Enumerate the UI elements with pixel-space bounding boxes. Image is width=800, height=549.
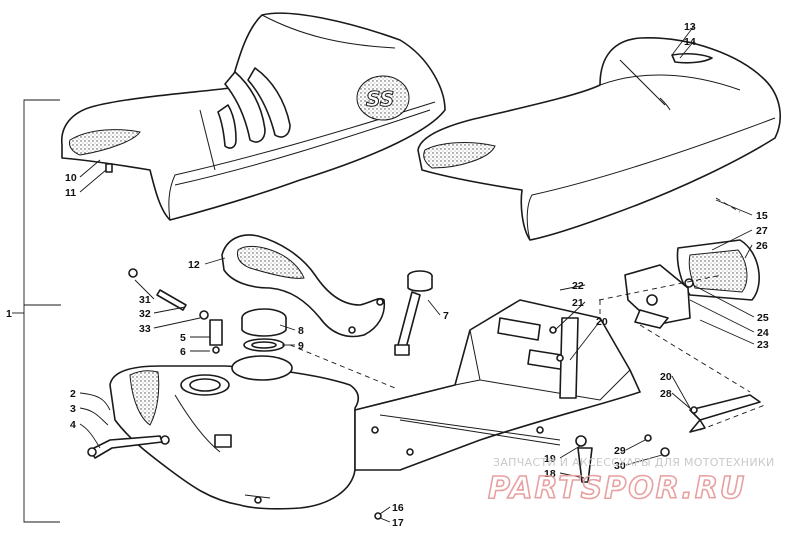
leader-lines	[24, 25, 755, 523]
left-seat: SS	[61, 12, 446, 221]
strap-hardware	[374, 317, 761, 520]
callout-10: 10	[65, 172, 77, 184]
callout-25: 25	[757, 312, 769, 324]
right-seat	[417, 37, 781, 241]
callout-18: 18	[544, 468, 556, 480]
callout-20-lower: 20	[660, 371, 672, 383]
callout-4: 4	[70, 419, 76, 431]
callout-23: 23	[757, 339, 769, 351]
callout-31: 31	[139, 294, 151, 306]
callout-9: 9	[298, 340, 304, 352]
seat-logo-text: SS	[366, 87, 394, 111]
seat-logo-disc	[356, 75, 410, 121]
callout-33: 33	[139, 323, 151, 335]
callout-22: 22	[572, 280, 584, 292]
callout-11: 11	[65, 187, 76, 199]
callout-6: 6	[180, 346, 186, 358]
fuel-sender	[394, 270, 433, 356]
callout-21: 21	[572, 297, 584, 309]
seat-bracket	[221, 234, 386, 338]
assembly-bracket	[23, 99, 60, 523]
watermark-logo: PARTSPOR.RU	[488, 471, 746, 506]
callout-5: 5	[180, 332, 186, 344]
left-seat-side-texture	[69, 129, 141, 156]
fuel-tank	[109, 355, 360, 510]
callout-24: 24	[757, 327, 769, 339]
right-seat-side-texture	[423, 142, 496, 169]
watermark: ЗАПЧАСТИ И АКСЕССУАРЫ ДЛЯ МОТОТЕХНИКИ PA…	[487, 456, 775, 507]
callout-1: 1	[6, 308, 12, 320]
fuel-cap	[241, 308, 287, 352]
callout-26: 26	[756, 240, 768, 252]
callout-labels: 1 2 3 4 5 6 7 8 9 10 11 12 13 14 15 16 1…	[6, 21, 769, 529]
tail-light	[624, 239, 760, 329]
callout-16: 16	[392, 502, 404, 514]
tank-hardware	[87, 268, 223, 459]
seat-clip	[105, 163, 113, 173]
callout-29: 29	[614, 445, 626, 457]
callout-28: 28	[660, 388, 672, 400]
callout-3: 3	[70, 403, 76, 415]
watermark-tagline: ЗАПЧАСТИ И АКСЕССУАРЫ ДЛЯ МОТОТЕХНИКИ	[493, 456, 775, 469]
callout-27: 27	[756, 225, 768, 237]
callout-2: 2	[70, 388, 76, 400]
callout-32: 32	[139, 308, 151, 320]
callout-12: 12	[188, 259, 200, 271]
callout-13: 13	[684, 21, 696, 33]
callout-7: 7	[443, 310, 449, 322]
callout-19: 19	[544, 453, 556, 465]
callout-14: 14	[684, 36, 696, 48]
callout-15: 15	[756, 210, 768, 222]
callout-30: 30	[614, 460, 626, 472]
callout-17: 17	[392, 517, 404, 529]
callout-20-upper: 20	[596, 316, 608, 328]
callout-8: 8	[298, 325, 304, 337]
